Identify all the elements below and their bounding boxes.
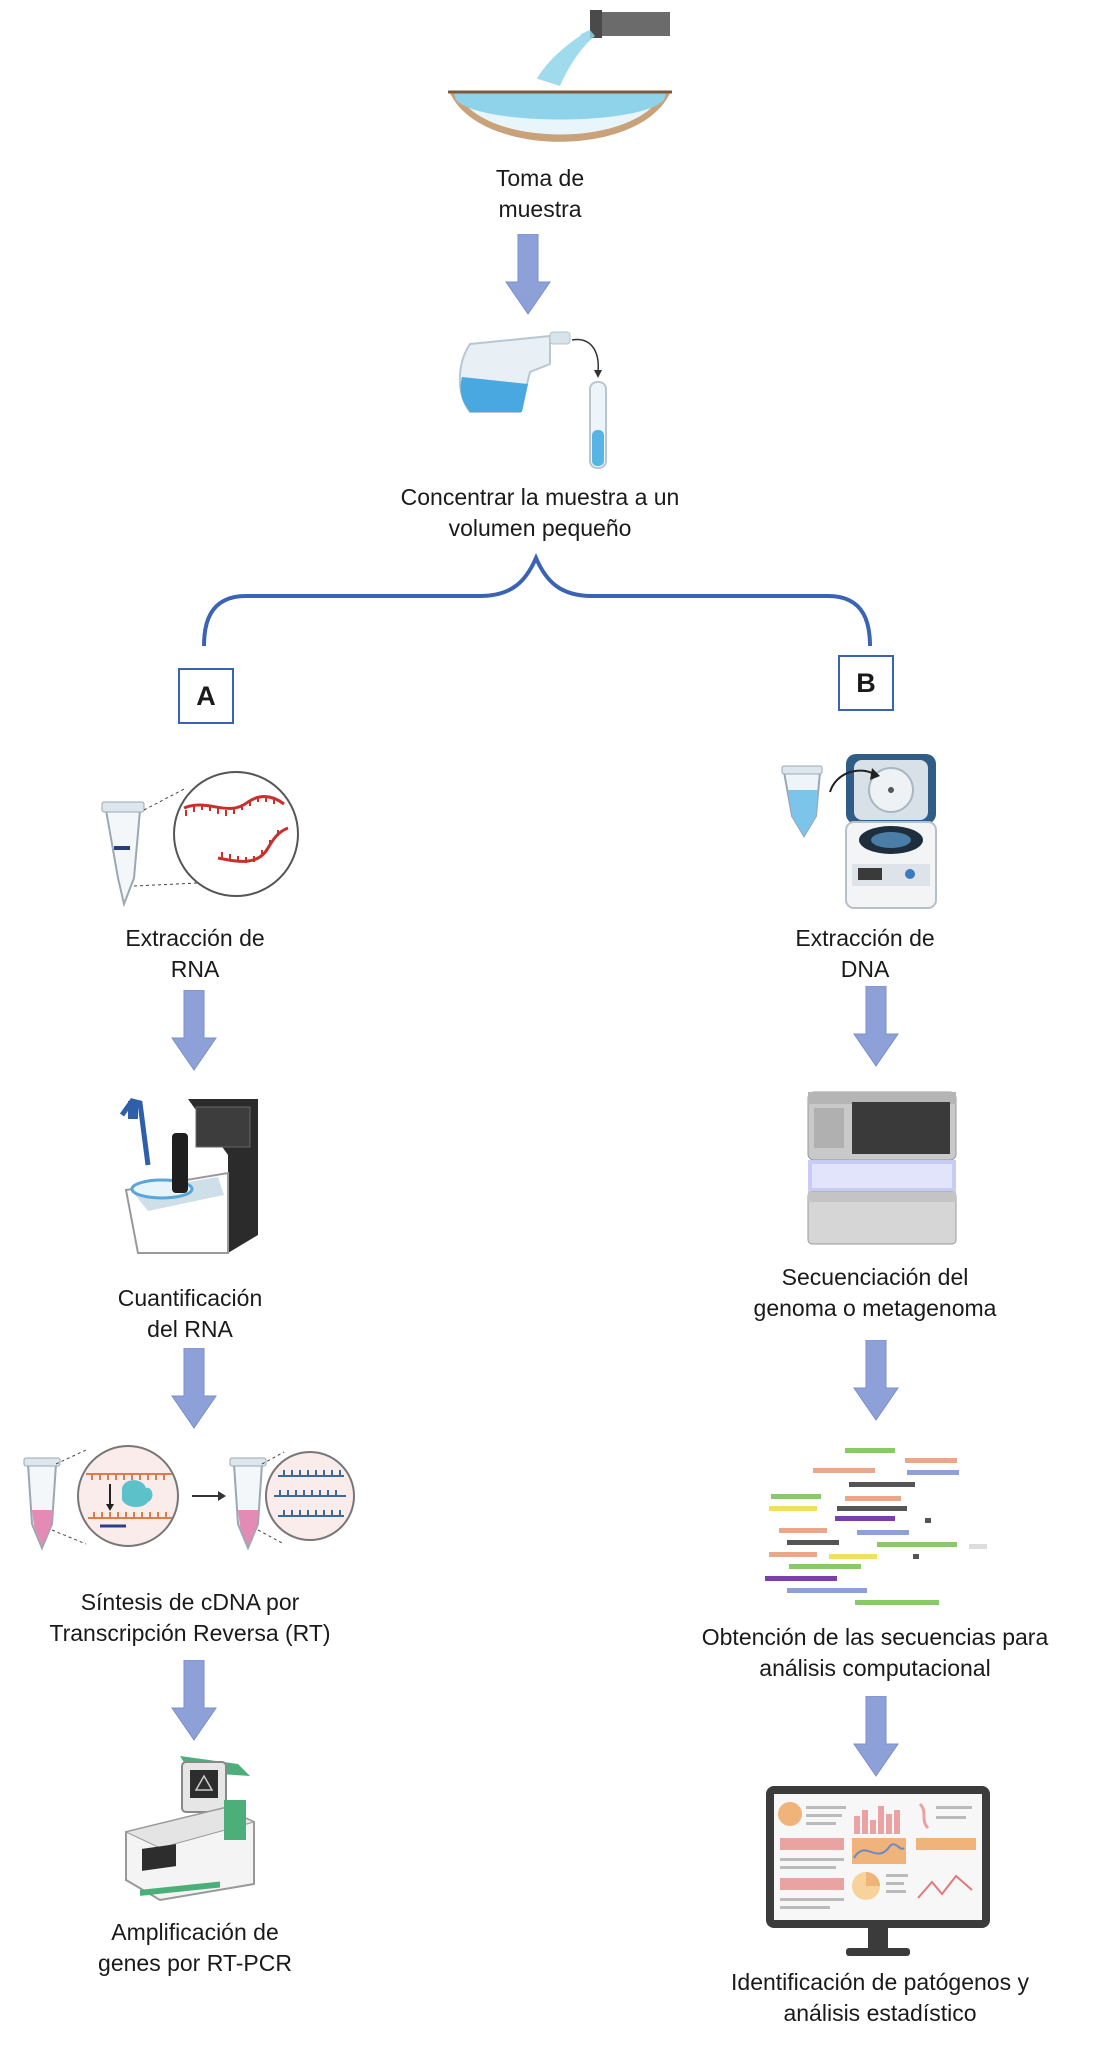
reverse-transcription-icon <box>23 1445 355 1551</box>
rna-tube-icon <box>101 771 299 908</box>
flow-arrow <box>853 1696 899 1777</box>
centrifuge-icon <box>781 754 937 909</box>
flow-arrow <box>171 1348 217 1429</box>
step-cdna-label: Síntesis de cDNA por Transcripción Rever… <box>49 1589 331 1646</box>
flow-arrow <box>853 986 899 1067</box>
thermocycler-icon <box>124 1756 256 1902</box>
flask-tube-icon <box>458 331 607 469</box>
spectrophotometer-icon <box>119 1098 258 1254</box>
step-identification-label: Identificación de patógenos y análisis e… <box>731 1969 1029 2026</box>
step-sequencing-label: Secuenciación del genoma o metagenoma <box>753 1264 997 1321</box>
sequencer-icon <box>807 1091 957 1245</box>
step-sequences-label: Obtención de las secuencias para análisi… <box>701 1624 1049 1681</box>
branch-brace <box>202 552 872 647</box>
water-sample-icon <box>448 10 672 142</box>
sequence-reads-icon <box>765 1448 987 1605</box>
step-sampling-label: Toma de muestra <box>495 165 585 222</box>
analysis-monitor-icon <box>766 1786 990 1956</box>
step-rna-quant-label: Cuantificación del RNA <box>117 1285 263 1342</box>
flow-arrow <box>171 1660 217 1741</box>
step-concentrate-label: Concentrar la muestra a un volumen peque… <box>400 484 680 541</box>
flow-arrow <box>505 234 551 315</box>
branch-b-box: B <box>838 655 894 711</box>
flow-arrow <box>853 1340 899 1421</box>
flow-arrow <box>171 990 217 1071</box>
step-dna-extraction-label: Extracción de DNA <box>795 925 935 982</box>
branch-a-box: A <box>178 668 234 724</box>
step-rna-extraction-label: Extracción de RNA <box>125 925 265 982</box>
step-rtpcr-label: Amplificación de genes por RT-PCR <box>98 1919 292 1976</box>
